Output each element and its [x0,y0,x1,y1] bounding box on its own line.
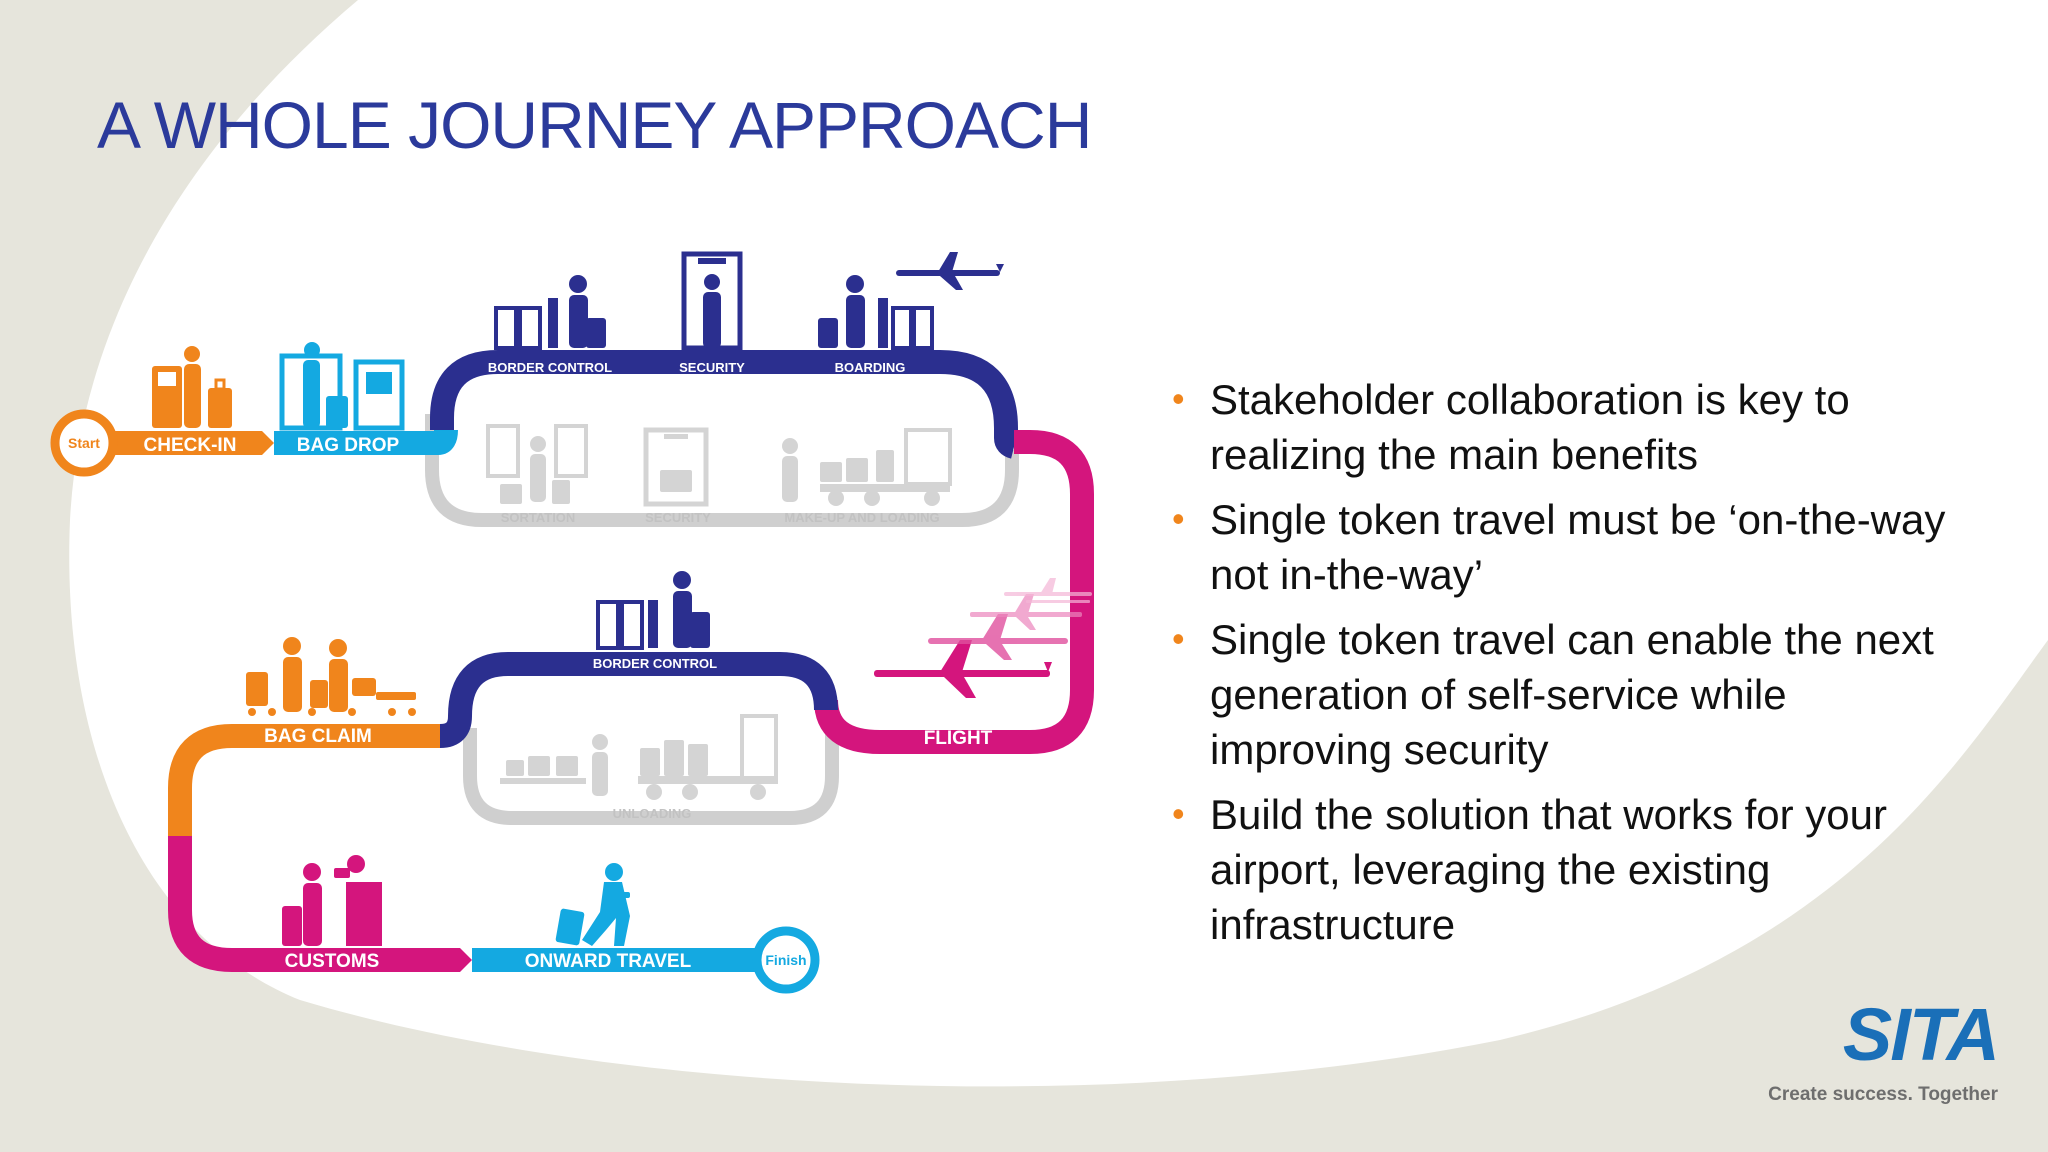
label-makeup-loading: MAKE-UP AND LOADING [784,510,939,525]
label-border-control-arrival: BORDER CONTROL [593,656,717,671]
bullet-text: Single token travel can enable the next … [1210,616,1934,773]
sortation-icon [486,424,588,504]
unloading-icon [500,714,778,800]
baggage-scanner-icon [643,427,709,507]
security-scanner-icon [681,251,743,351]
bag-claim-icon [246,637,416,716]
bullet-item: • Single token travel can enable the next… [1160,612,1960,777]
label-bagdrop: BAG DROP [297,435,400,456]
bullet-text: Stakeholder collaboration is key to real… [1210,376,1850,478]
bullet-dot-icon: • [1172,793,1185,834]
onward-traveller-icon [555,863,630,946]
label-boarding: BOARDING [835,360,906,375]
bullet-dot-icon: • [1172,498,1185,539]
bag-drop-icon [279,342,405,431]
slide-title: A WHOLE JOURNEY APPROACH [97,88,1092,162]
flight-planes-icon [874,578,1092,698]
label-onward-travel: ONWARD TRAVEL [525,951,692,972]
start-node [50,409,118,477]
track-segment-bagdrop [274,429,458,455]
label-border-control-departure: BORDER CONTROL [488,360,612,375]
bullet-dot-icon: • [1172,378,1185,419]
label-sortation: SORTATION [501,510,576,525]
checkin-kiosk-icon [152,346,232,428]
track-segment-bagclaim [168,724,440,836]
track-segment-customs [168,836,460,972]
label-security-baggage: SECURITY [645,510,711,525]
track-arrow-checkin [262,431,274,455]
bullet-dot-icon: • [1172,618,1185,659]
track-arrow-customs [460,948,472,972]
border-control-departure-icon [494,275,606,350]
logo-wordmark: SITA [1842,993,2000,1076]
bullet-item: • Build the solution that works for your … [1160,787,1960,952]
bullet-text: Build the solution that works for your a… [1210,791,1888,948]
label-bag-claim: BAG CLAIM [264,726,372,747]
label-customs: CUSTOMS [285,951,380,972]
sita-logo: SITA Create success. Together [1730,993,2000,1106]
finish-node [752,926,820,994]
baggage-track-lower [463,728,839,825]
makeup-loading-icon [782,428,952,506]
label-unloading: UNLOADING [613,806,692,821]
bullet-list: • Stakeholder collaboration is key to rea… [1160,372,1960,962]
label-checkin: CHECK-IN [144,435,237,456]
bullet-item: • Stakeholder collaboration is key to rea… [1160,372,1960,482]
bullet-item: • Single token travel must be ‘on-the-way… [1160,492,1960,602]
customs-icon [282,855,382,946]
start-label: Start [68,435,100,451]
departing-plane-icon [896,252,1004,290]
label-security-passenger: SECURITY [679,360,745,375]
boarding-gate-icon [818,275,934,350]
border-control-arrival-icon [596,571,710,650]
finish-label: Finish [765,952,806,968]
label-flight: FLIGHT [924,728,993,749]
bullet-text: Single token travel must be ‘on-the-way … [1210,496,1946,598]
track-segment-departure [430,350,1019,459]
track-segment-arrival [439,652,838,748]
track-segment-flight [814,430,1094,754]
logo-tagline: Create success. Together [1768,1084,1998,1105]
baggage-track-upper [425,414,1019,527]
